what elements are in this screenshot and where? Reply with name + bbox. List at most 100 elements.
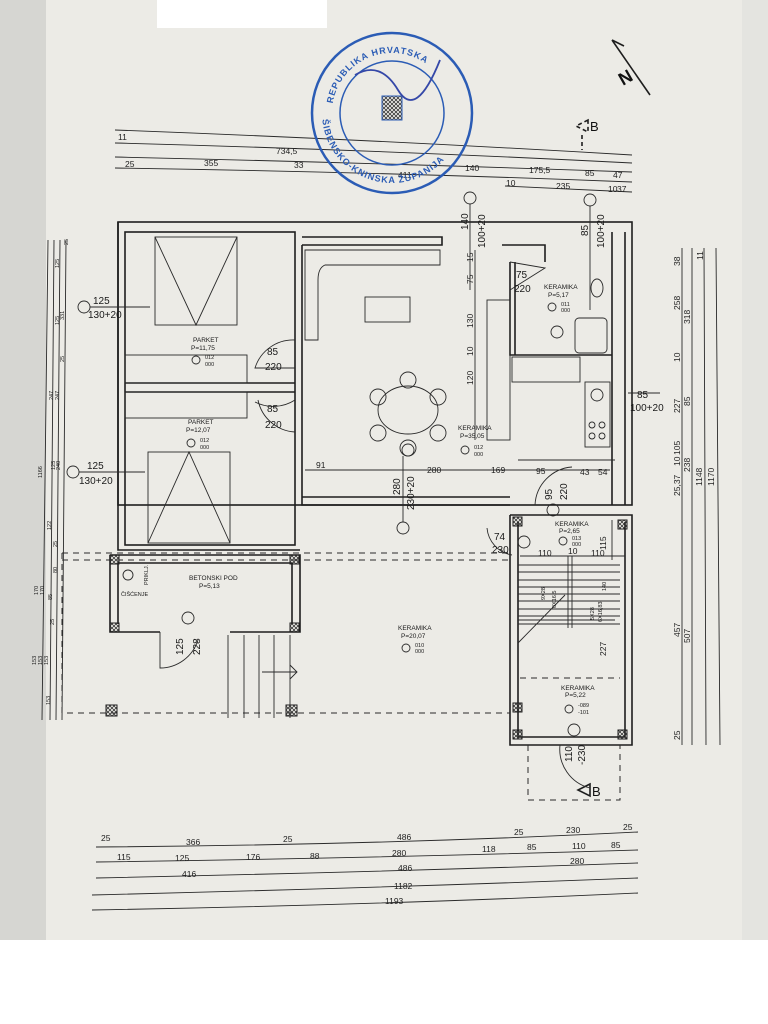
plan-label: P=20,07 — [401, 633, 426, 640]
plan-label: 280 — [570, 856, 584, 866]
level-marker-icon — [401, 643, 411, 653]
dim-text: 235 — [556, 181, 570, 191]
dim-text: 11 — [118, 132, 127, 142]
level-marker-icon — [186, 438, 196, 448]
level-marker-icon — [191, 355, 201, 365]
plan-label: 10 — [568, 546, 578, 556]
plan-label: 000 — [200, 445, 209, 451]
plan-label: 258 — [672, 296, 682, 310]
plan-label: P=5,13 — [199, 583, 220, 590]
plan-label: 125 — [175, 853, 189, 863]
plan-label: 1193 — [385, 896, 404, 906]
dim-text: 140 — [465, 163, 479, 173]
plan-label: -230 — [577, 745, 588, 765]
dim-text: 411 — [398, 170, 412, 180]
plan-label: 125 — [87, 461, 104, 472]
plan-label: 000 — [474, 452, 483, 458]
paper-edge — [742, 0, 768, 940]
plan-label: 220 — [265, 420, 282, 431]
plan-label: 486 — [398, 863, 412, 873]
plan-label: 10 — [672, 352, 682, 362]
level-marker-icon — [460, 445, 470, 455]
section-marker-bottom: B — [576, 782, 601, 799]
plan-label: 227 — [598, 642, 608, 656]
room-utility: BETONSKI POD P=5,13 ČIŠĆENJE PRIKLJ. — [121, 564, 238, 598]
interior-dimensions: 91 280 169 95 43 54 110 10 110 115 227 1… — [305, 250, 625, 656]
plan-label: 85 — [637, 390, 649, 401]
plan-label: 115 — [117, 852, 131, 862]
plan-label: PARKET — [188, 419, 214, 426]
plan-label: 130 — [465, 314, 475, 328]
plan-label: 1148 — [694, 467, 704, 486]
plan-label: BETONSKI POD — [189, 575, 238, 582]
dim-text: 175,5 — [529, 165, 551, 175]
plan-label: 176 — [246, 852, 260, 862]
furniture — [124, 236, 615, 621]
plan-label: 54 — [598, 467, 608, 477]
plan-label: 125 — [55, 316, 61, 325]
plan-label: 140 — [460, 213, 471, 230]
plan-label: 280 — [392, 478, 403, 495]
plan-label: 000 — [415, 649, 424, 655]
dim-text: 85 — [585, 168, 595, 178]
plan-label: 416 — [182, 869, 196, 879]
level-marker-icon — [558, 536, 568, 546]
signature — [354, 59, 441, 101]
staircase: 9X28 0X16,5 5X28 6X16,83 140 — [517, 556, 620, 679]
plan-label: 110 — [591, 548, 605, 558]
plan-label: 25 — [623, 822, 633, 832]
plan-label: 25 — [60, 356, 66, 362]
plan-label: 1182 — [394, 881, 413, 891]
plan-label: 240 — [56, 461, 62, 470]
plan-label: 230 — [492, 545, 509, 556]
plan-label: 170 — [34, 586, 40, 595]
plan-label: 1166 — [38, 466, 44, 478]
plan-label: 125 — [55, 259, 61, 268]
plan-label: KERAMIKA — [555, 521, 589, 528]
plan-label: P=5,22 — [565, 692, 586, 699]
plan-label: -101 — [578, 710, 589, 716]
plan-label: 110 — [572, 841, 586, 851]
plan-label: 280 — [427, 465, 441, 475]
plan-label: KERAMIKA — [544, 284, 578, 291]
plan-label: 88 — [310, 851, 320, 861]
level-marker-icon — [547, 302, 557, 312]
plan-label: 5X28 — [590, 607, 596, 620]
plan-label: 74 — [494, 532, 506, 543]
plan-label: 85 — [611, 840, 621, 850]
plan-label: 153 — [44, 656, 50, 665]
plan-label: 318 — [682, 310, 692, 324]
plan-label: 6X16,83 — [598, 602, 604, 623]
plan-label: PARKET — [193, 337, 219, 344]
level-marker-icon — [564, 704, 574, 714]
plan-label: 125 — [175, 638, 186, 655]
plan-label: P=5,17 — [548, 292, 569, 299]
plan-label: 220 — [514, 284, 531, 295]
plan-label: 11 — [695, 251, 705, 260]
plan-label: 25 — [283, 834, 293, 844]
plan-label: 140 — [602, 582, 608, 591]
blank-area — [0, 940, 768, 1024]
plan-label: 100+20 — [630, 403, 664, 414]
plan-label: 85 — [580, 224, 591, 236]
plan-label: B — [592, 784, 601, 799]
plan-label: 000 — [205, 362, 214, 368]
plan-label: 1170 — [706, 467, 716, 486]
plan-label: 85 — [682, 396, 692, 406]
plan-label: 228 — [192, 638, 203, 655]
plan-label: 85 — [267, 347, 279, 358]
dim-text: 33 — [294, 160, 304, 170]
terrace — [61, 552, 621, 801]
plan-label: 0X16,5 — [552, 591, 558, 608]
plan-label: 118 — [482, 844, 496, 854]
plan-label: ČIŠĆENJE — [121, 591, 149, 598]
plan-label: 130+20 — [79, 476, 113, 487]
plan-label: 110 — [538, 548, 552, 558]
plan-label: 120 — [465, 371, 475, 385]
plan-label: 80 — [53, 567, 59, 573]
plan-label: 75 — [516, 270, 528, 281]
plan-label: KERAMIKA — [398, 625, 432, 632]
